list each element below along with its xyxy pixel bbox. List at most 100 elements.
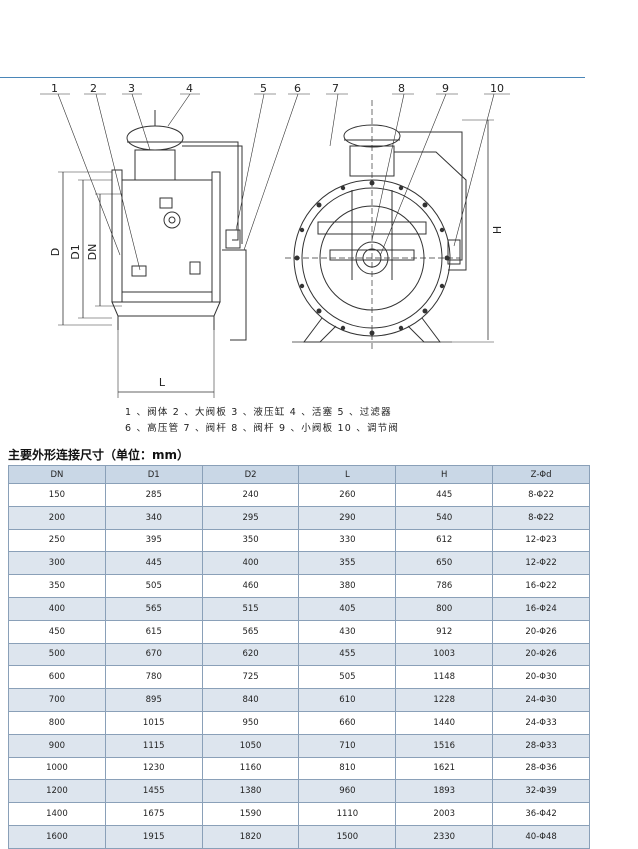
table-cell: 250: [8, 528, 106, 553]
part-number-9: 9: [442, 82, 449, 95]
hydraulic-cylinder-front: [349, 145, 395, 177]
filter-left: [225, 229, 241, 249]
table-cell: 800: [395, 596, 494, 621]
header-h: H: [395, 465, 494, 484]
table-cell: 1675: [104, 802, 203, 826]
table-cell: 950: [201, 710, 300, 735]
part-number-5: 5: [260, 82, 267, 95]
part-number-7: 7: [332, 82, 339, 95]
table-cell: 1110: [298, 802, 397, 826]
right-flange: [211, 171, 221, 303]
table-cell: 840: [201, 688, 300, 712]
table-cell: 1148: [395, 665, 494, 690]
table-cell: 12-Φ22: [492, 551, 590, 576]
bolt-holes: [294, 180, 450, 336]
table-cell: 445: [395, 483, 494, 507]
table-cell: 1160: [201, 756, 300, 781]
table-cell: 8-Φ22: [492, 483, 590, 507]
table-cell: 800: [8, 710, 106, 735]
table-cell: 330: [298, 528, 397, 553]
table-cell: 1230: [104, 756, 203, 781]
parts-caption-line-2: 6 、高压管 7 、阀杆 8 、阀杆 9 、小阀板 10 、调节阀: [125, 423, 400, 434]
part-number-6: 6: [294, 82, 301, 95]
part-number-10: 10: [490, 82, 504, 95]
header-l: L: [298, 465, 397, 484]
table-cell: 40-Φ48: [492, 824, 590, 849]
table-cell: 1228: [395, 688, 494, 712]
table-cell: 612: [395, 528, 494, 553]
table-cell: 565: [201, 619, 300, 644]
table-cell: 260: [298, 483, 397, 507]
table-cell: 1455: [104, 779, 203, 804]
table-cell: 285: [104, 483, 203, 507]
part-number-8: 8: [398, 82, 405, 95]
table-cell: 600: [8, 665, 106, 690]
table-title: 主要外形连接尺寸（单位：mm）: [8, 448, 190, 462]
header-dn: DN: [8, 465, 106, 484]
table-cell: 350: [201, 528, 300, 553]
high-pressure-pipe-right: [398, 131, 463, 261]
valve-base-side: [111, 301, 221, 317]
table-cell: 430: [298, 619, 397, 644]
part-number-1: 1: [51, 82, 58, 95]
table-cell: 810: [298, 756, 397, 781]
table-cell: 895: [104, 688, 203, 712]
table-cell: 24-Φ30: [492, 688, 590, 712]
table-cell: 20-Φ26: [492, 619, 590, 644]
left-flange: [111, 169, 123, 303]
table-cell: 16-Φ24: [492, 596, 590, 621]
table-cell: 200: [8, 505, 106, 530]
table-cell: 650: [395, 551, 494, 576]
valve-drawing-svg: 1 2 3 4 5 6 7 8 9 10 D D1 DN L H: [40, 82, 510, 398]
table-cell: 540: [395, 505, 494, 530]
dimension-labels: D D1 DN L H: [49, 226, 504, 389]
piston-cap-front: [343, 124, 401, 148]
table-cell: 380: [298, 574, 397, 598]
table-cell: 670: [104, 642, 203, 667]
table-cell: 395: [104, 528, 203, 553]
table-cell: 450: [8, 619, 106, 644]
table-cell: 300: [8, 551, 106, 576]
table-cell: 960: [298, 779, 397, 804]
table-cell: 355: [298, 551, 397, 576]
table-cell: 350: [8, 574, 106, 598]
table-cell: 1115: [104, 733, 203, 758]
table-cell: 615: [104, 619, 203, 644]
table-cell: 1600: [8, 824, 106, 849]
table-cell: 1015: [104, 710, 203, 735]
table-cell: 28-Φ33: [492, 733, 590, 758]
table-cell: 32-Φ39: [492, 779, 590, 804]
table-cell: 912: [395, 619, 494, 644]
table-cell: 20-Φ30: [492, 665, 590, 690]
header-z-d: Z-Φd: [492, 465, 590, 484]
dimension-label-l: L: [159, 376, 166, 389]
table-cell: 8-Φ22: [492, 505, 590, 530]
table-cell: 900: [8, 733, 106, 758]
table-cell: 20-Φ26: [492, 642, 590, 667]
part-number-labels: 1 2 3 4 5 6 7 8 9 10: [51, 82, 504, 95]
table-cell: 1380: [201, 779, 300, 804]
table-cell: 400: [201, 551, 300, 576]
table-cell: 1621: [395, 756, 494, 781]
table-cell: 2330: [395, 824, 494, 849]
table-cell: 36-Φ42: [492, 802, 590, 826]
table-cell: 1590: [201, 802, 300, 826]
table-cell: 660: [298, 710, 397, 735]
table-cell: 1000: [8, 756, 106, 781]
table-cell: 505: [104, 574, 203, 598]
table-cell: 1820: [201, 824, 300, 849]
table-cell: 445: [104, 551, 203, 576]
top-divider: [0, 77, 585, 78]
table-cell: 2003: [395, 802, 494, 826]
